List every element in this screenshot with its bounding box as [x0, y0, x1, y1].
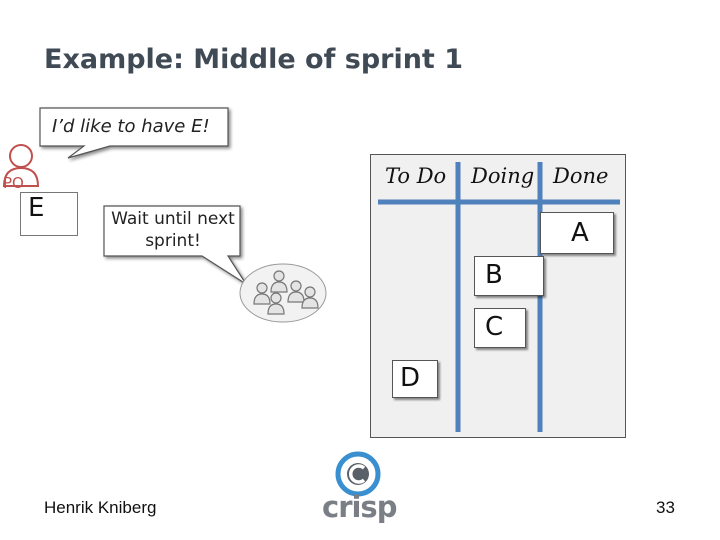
team-group-icon — [239, 263, 327, 323]
note-d: D — [392, 360, 438, 398]
note-e-label: E — [28, 193, 45, 223]
note-b-label: B — [485, 260, 503, 290]
note-a: A — [540, 212, 614, 254]
slide-title: Example: Middle of sprint 1 — [44, 44, 464, 75]
crisp-logo: crisp — [318, 450, 398, 526]
po-role-label: PO — [3, 174, 24, 192]
note-a-label: A — [571, 218, 589, 248]
note-d-label: D — [400, 363, 421, 393]
column-header-todo: To Do — [385, 164, 447, 188]
team-speech-text: Wait until next sprint! — [111, 209, 235, 251]
note-c-label: C — [485, 312, 504, 342]
crisp-logo-text: crisp — [322, 490, 397, 524]
column-header-done: Done — [553, 164, 609, 188]
column-header-doing: Doing — [471, 164, 535, 188]
requested-note-e: E — [20, 192, 78, 236]
taskboard-lines — [378, 162, 620, 432]
crisp-logo-icon — [335, 451, 381, 497]
page-number: 33 — [656, 498, 675, 517]
team-speech-bubble — [103, 205, 247, 285]
footer-author: Henrik Kniberg — [44, 498, 157, 517]
note-b: B — [474, 256, 544, 296]
person-icon — [2, 144, 40, 187]
note-c: C — [474, 308, 526, 348]
po-speech-bubble — [39, 107, 229, 159]
po-speech-text: I’d like to have E! — [52, 116, 210, 137]
